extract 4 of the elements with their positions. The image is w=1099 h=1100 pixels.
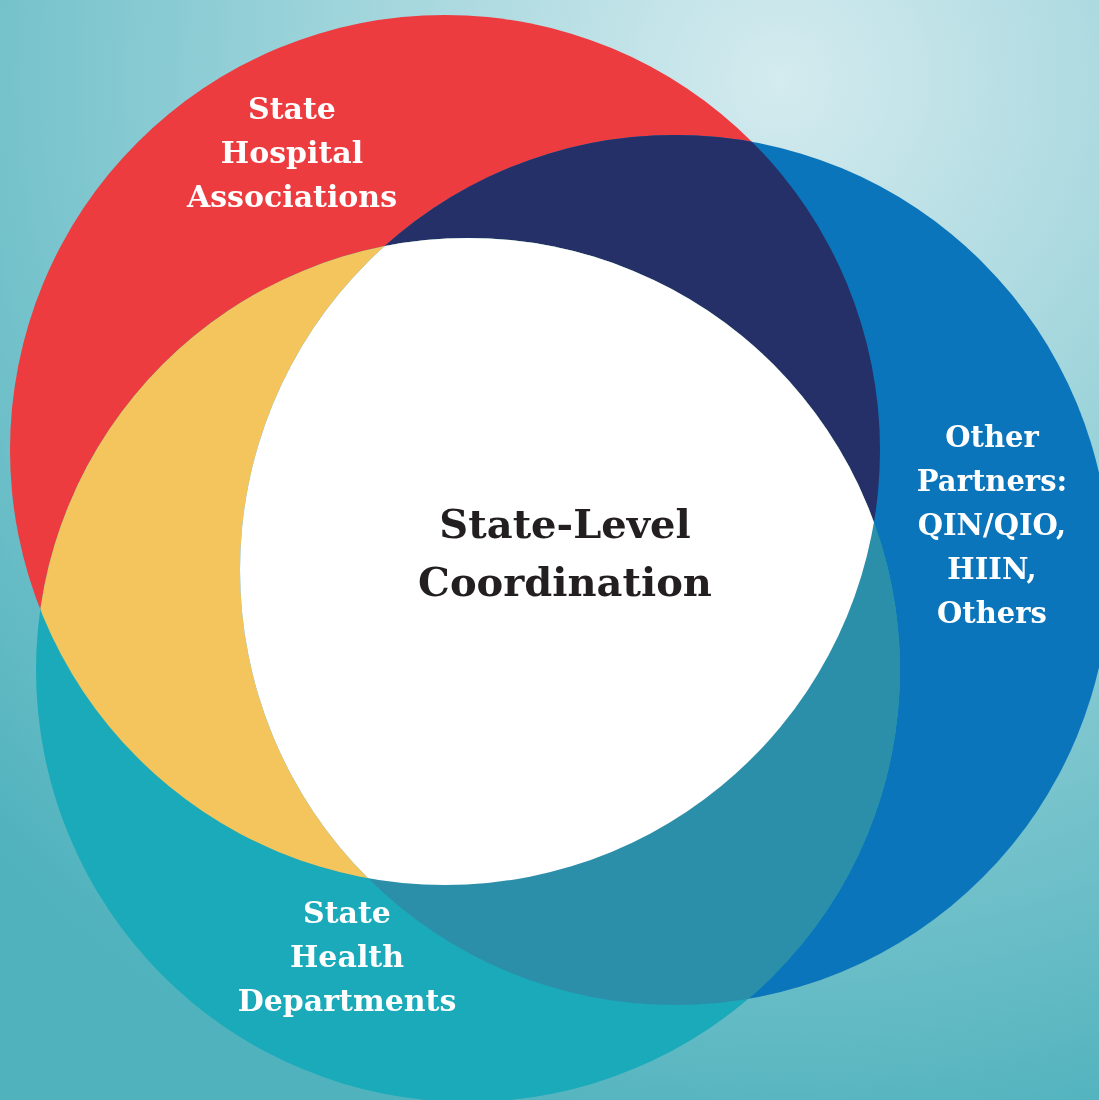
node-label: State Hospital Associations bbox=[186, 87, 398, 219]
node-label: State-Level Coordination bbox=[395, 495, 735, 611]
node-label: Other Partners: QIN/QIO, HIIN, Others bbox=[916, 415, 1068, 635]
node-label: State Health Departments bbox=[237, 891, 457, 1023]
